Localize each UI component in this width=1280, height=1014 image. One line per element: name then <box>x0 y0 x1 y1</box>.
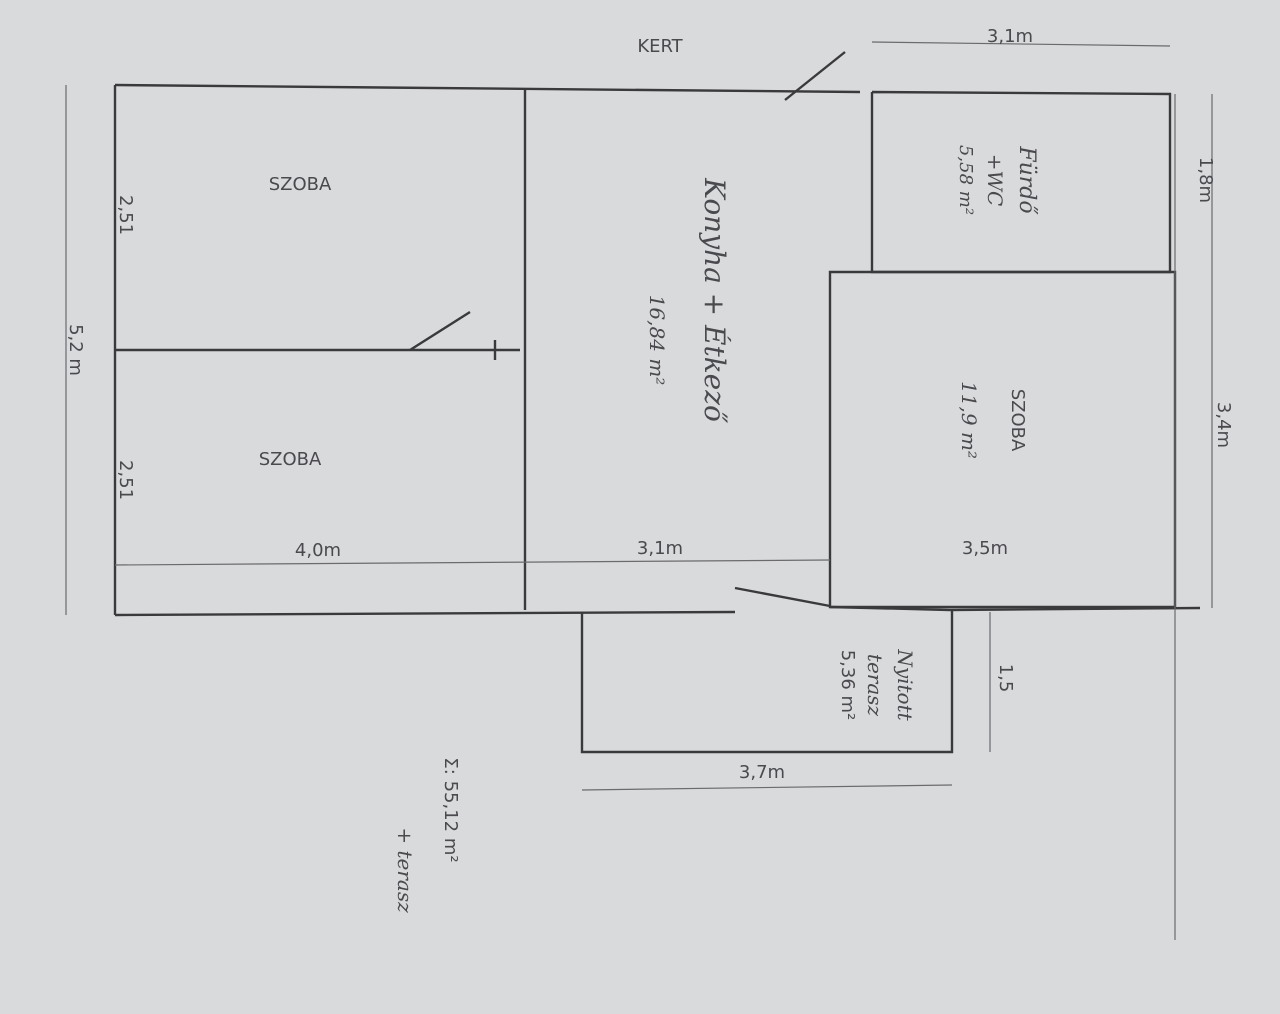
kitchen-area: 16,84 m² <box>645 295 669 386</box>
total-area-note: + terasz <box>393 827 417 913</box>
terrace-door-swing <box>734 586 831 608</box>
dimension-lines <box>65 41 1213 940</box>
dim-left-width: 4,0m <box>295 540 341 561</box>
bathroom-wc-label: +WC <box>983 154 1007 207</box>
walls <box>113 83 1201 754</box>
dim-right-room-width: 3,5m <box>962 538 1008 559</box>
dim-kitchen-width: 3,1m <box>637 538 683 559</box>
room-door-swing <box>409 310 471 352</box>
room-label-lower-szoba: SZOBA <box>259 449 322 470</box>
dim-top-bath-width: 3,1m <box>987 26 1033 47</box>
terrace-walls <box>580 610 954 754</box>
terrace-area: 5,36 m² <box>837 650 858 721</box>
bathroom-area: 5,58 m² <box>955 145 976 215</box>
bathroom-label: Fürdő <box>1014 145 1039 215</box>
terrace-top-wall <box>829 605 1201 612</box>
dim-bath-depth: 1,8m <box>1195 157 1216 203</box>
doors <box>409 51 846 608</box>
terrace-label: Nyitott <box>893 648 917 721</box>
garden-door-swing <box>784 51 846 101</box>
dim-lower-room-depth: 2,51 <box>115 460 136 500</box>
top-wall <box>114 83 861 94</box>
right-room-label: SZOBA <box>1007 389 1028 452</box>
dim-upper-room-depth: 2,51 <box>115 195 136 235</box>
dim-left-height: 5,2 m <box>65 324 86 376</box>
right-room-area: 11,9 m² <box>957 381 981 459</box>
total-area: Σ: 55,12 m² <box>440 757 461 862</box>
dim-terrace-width: 3,7m <box>739 762 785 783</box>
kitchen-label: Konyha + Étkező <box>698 177 731 424</box>
bottom-wall-left <box>114 610 736 617</box>
garden-label: KERT <box>637 36 683 57</box>
dim-terrace-depth: 1,5 <box>995 664 1016 693</box>
room-label-upper-szoba: SZOBA <box>269 174 332 195</box>
terrace-label-2: terasz <box>863 654 887 717</box>
dim-right-room-depth: 3,4m <box>1213 402 1234 448</box>
